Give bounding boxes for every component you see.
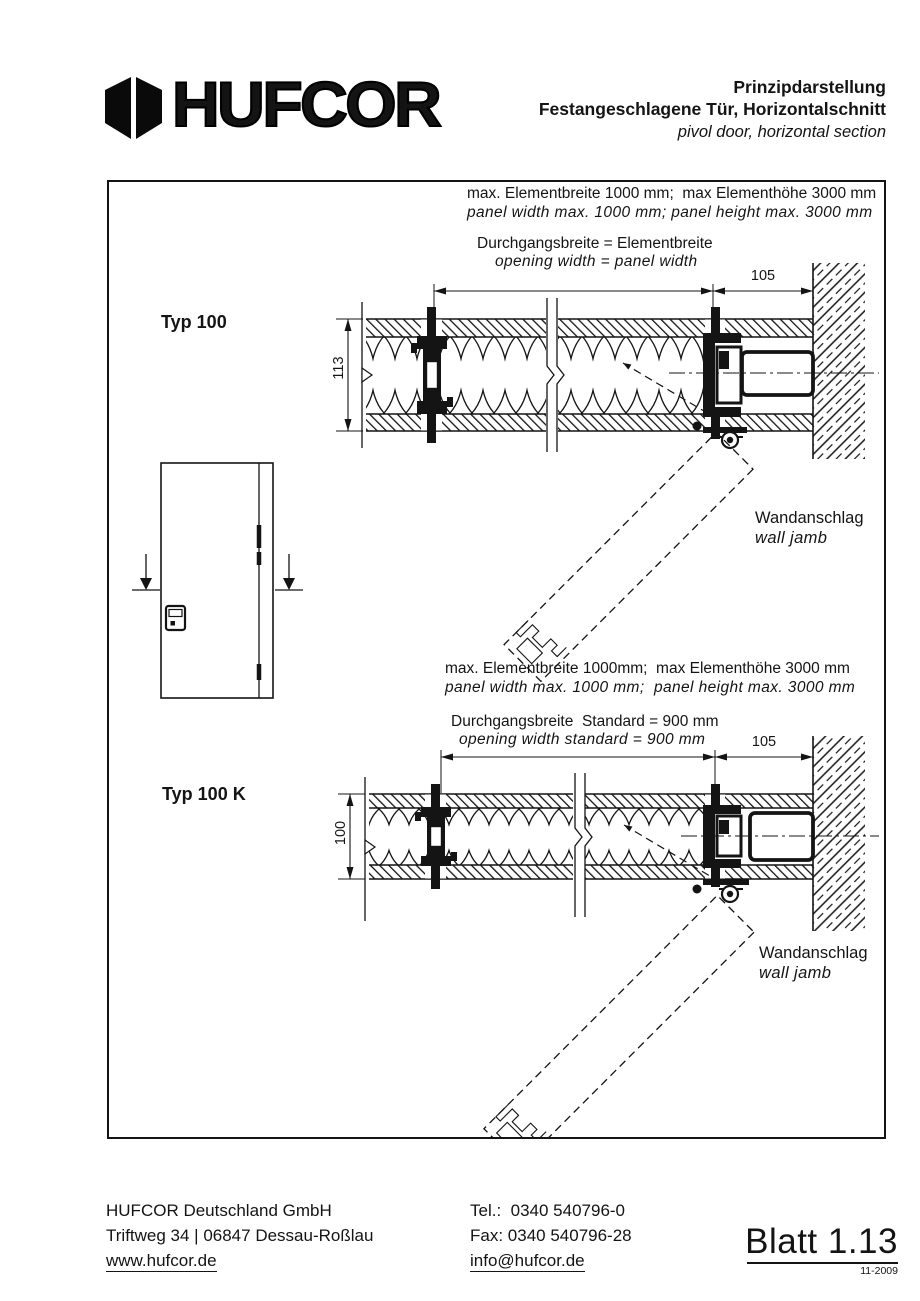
title-en: pivol door, horizontal section [677,123,886,141]
revision-date: 11-2009 [860,1265,898,1277]
footer-fax: Fax: 0340 540796-28 [470,1226,632,1245]
note-max-width-de: max. Elementbreite 1000 mm; max Elementh… [467,185,877,202]
door-handle-icon [164,604,187,632]
panel-joint-profile [415,784,457,889]
note-opening-de: Durchgangsbreite = Elementbreite [477,235,713,252]
swing-direction-arrow [622,362,720,421]
title-block: Prinzipdarstellung Festangeschlagene Tür… [539,76,886,144]
panel-top-skin [366,319,813,337]
footer-company: HUFCOR Deutschland GmbH [106,1201,332,1220]
wall-jamb-label-en-2: wall jamb [759,964,832,982]
note-max-width-de-2: max. Elementbreite 1000mm; max Elementhö… [445,660,850,677]
panel-top-skin [369,794,813,808]
note-max-width-en-2: panel width max. 1000 mm; panel height m… [445,679,856,696]
dim-label-113: 113 [331,356,347,380]
dimensions-typ100k [338,750,813,880]
section-cut-arrow-right [275,554,303,591]
footer-email-link[interactable]: info@hufcor.de [470,1251,585,1272]
section-drawings [132,263,879,1137]
break-symbol-mid [546,298,565,452]
dim-label-100: 100 [333,820,349,846]
swing-direction-arrow [623,824,721,883]
footer-website-link[interactable]: www.hufcor.de [106,1251,217,1272]
dim-label-105: 105 [750,268,776,284]
hufcor-logo-wordmark: HUFCOR [171,68,443,140]
open-door-outline [503,431,754,683]
title-de-1: Prinzipdarstellung [733,77,886,97]
hufcor-logo-icon [105,77,162,139]
title-de-2: Festangeschlagene Tür, Horizontalschnitt [538,99,886,119]
note-max-width-en: panel width max. 1000 mm; panel height m… [467,204,873,221]
wall-hatch [813,736,865,931]
wall-jamb-label-de: Wandanschlag [755,509,864,527]
drawing-frame: max. Elementbreite 1000 mm; max Elementh… [107,180,886,1139]
open-door-outline [483,894,755,1137]
type-label-typ100k: Typ 100 K [162,784,246,804]
break-symbol-left [364,777,377,921]
section-drawing-typ100k [338,736,879,1137]
sheet-rule [747,1262,898,1264]
break-symbol-mid [573,773,593,917]
dimensions-typ100 [336,284,813,432]
panel-bottom-skin [369,865,813,879]
wall-jamb-label-en: wall jamb [755,529,828,547]
door-elevation-view [132,462,303,699]
insulation [369,808,703,865]
section-drawing-typ100 [336,263,879,683]
wall-hatch [813,263,865,459]
note-opening-en: opening width = panel width [495,253,698,270]
sheet-number: Blatt 1.13 [745,1222,898,1261]
footer-address: Triftweg 34 | 06847 Dessau-Roßlau [106,1226,374,1245]
hinge-dot [692,421,702,431]
section-cut-arrow-left [132,554,160,591]
type-label-typ100: Typ 100 [161,312,227,332]
dim-label-105-2: 105 [751,734,777,750]
hinge-dot [692,884,702,894]
note-opening-de-2: Durchgangsbreite Standard = 900 mm [451,713,719,730]
footer-tel: Tel.: 0340 540796-0 [470,1201,626,1220]
panel-joint-profile [411,307,453,443]
break-symbol-left [361,302,374,448]
wall-jamb-label-de-2: Wandanschlag [759,944,868,962]
door-jamb-profile [703,307,747,450]
note-opening-en-2: opening width standard = 900 mm [459,731,706,748]
